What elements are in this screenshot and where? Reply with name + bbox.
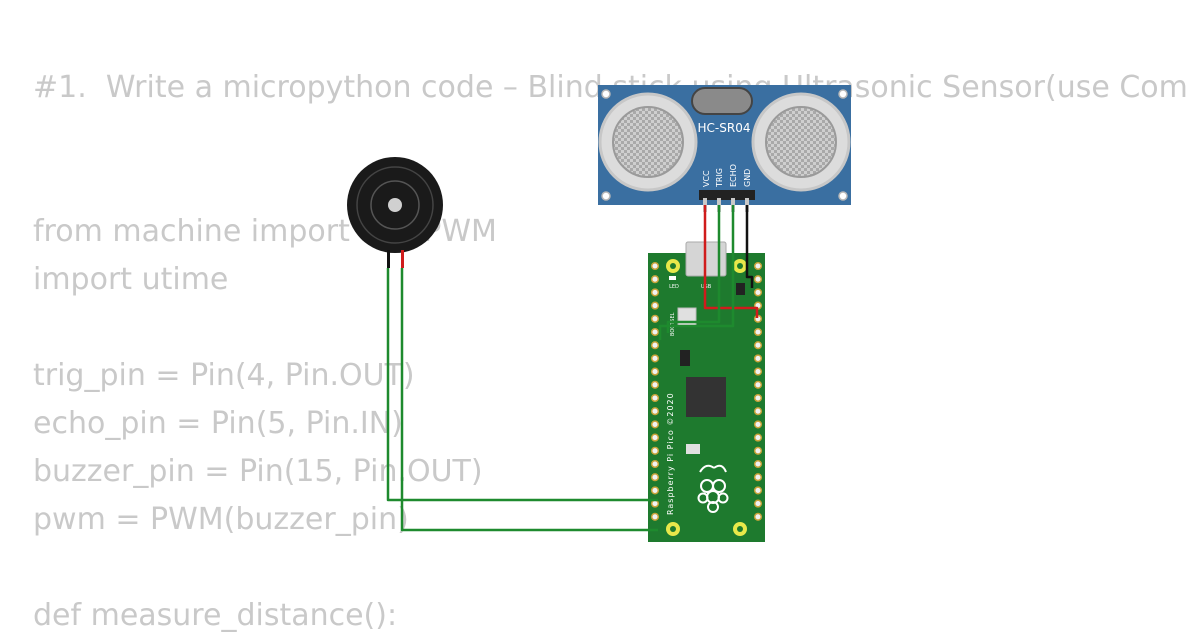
pico-pin [753, 327, 763, 337]
pico-pin [650, 512, 660, 521]
pico-pin [753, 288, 763, 297]
wire-buzzer-negative [386, 268, 658, 502]
code-line: import utime [33, 262, 229, 297]
pico-pin-headers [650, 261, 763, 521]
code-line: buzzer_pin = Pin(15, Pin.OUT) [33, 454, 483, 489]
transducer-right-mesh [765, 106, 837, 178]
pico-pin [753, 512, 763, 521]
pin-label-vcc: VCC [702, 170, 711, 187]
wire-trig [666, 205, 721, 333]
pico-pin [753, 393, 763, 403]
pico-pin [753, 473, 763, 482]
buzzer-lead-red [401, 250, 404, 268]
pico-pin [753, 341, 763, 350]
onboard-led [669, 276, 676, 280]
wire-echo [658, 205, 735, 340]
rp2040-chip [686, 377, 726, 417]
pico-pin [650, 380, 660, 389]
pico-pin [650, 473, 660, 482]
pico-pin [650, 446, 660, 455]
crystal-oscillator [691, 87, 753, 115]
mounting-holes [666, 259, 747, 536]
pico-pin [650, 407, 660, 416]
pico-pin [650, 393, 660, 403]
piezo-buzzer [347, 157, 443, 268]
pico-pin [753, 407, 763, 416]
bootsel-label: BOOTSEL [670, 312, 676, 336]
pico-pin [650, 301, 660, 310]
usb-label: USB [701, 284, 712, 290]
pico-pin [650, 275, 660, 284]
pico-pin [650, 367, 660, 376]
pico-pin [753, 354, 763, 363]
raspberry-logo [697, 464, 729, 513]
code-line: echo_pin = Pin(5, Pin.IN) [33, 406, 403, 441]
pico-pin [650, 459, 660, 469]
pico-pin [753, 367, 763, 376]
led-label: LED [669, 284, 679, 290]
pin-label-gnd: GND [743, 169, 752, 187]
pin-label-echo: ECHO [729, 164, 738, 187]
pico-pin [753, 499, 763, 508]
pico-pin [753, 420, 763, 429]
mount-hole [601, 191, 611, 201]
raspberry-pi-pico: USB LED BOOTSEL Raspberry Pi Pico ©2020 [648, 241, 765, 542]
mount-hole [601, 89, 611, 99]
pico-pin [650, 288, 660, 297]
pico-pin [753, 380, 763, 389]
pico-pin [650, 261, 660, 271]
smd-component [736, 283, 745, 295]
transducer-left-mesh [612, 106, 684, 178]
wires [386, 205, 759, 532]
ultrasonic-sensor: HC-SR04 VCC TRIG ECHO GND [598, 85, 851, 212]
pico-pin [650, 420, 660, 429]
pico-brand-label: Raspberry Pi Pico ©2020 [666, 392, 675, 515]
pico-pin [650, 499, 660, 508]
buzzer-ring-inner [370, 180, 420, 230]
pico-pin [650, 433, 660, 442]
pico-pin [753, 275, 763, 284]
code-line: def measure_distance(): [33, 598, 398, 633]
wire-buzzer-positive [400, 268, 658, 532]
bootsel-button [677, 307, 697, 327]
flash-chip [680, 350, 690, 366]
pico-pin [753, 486, 763, 495]
pico-pin [650, 486, 660, 495]
buzzer-center [388, 198, 402, 212]
mount-hole [838, 191, 848, 201]
buzzer-ring [356, 166, 434, 244]
pico-pin [753, 446, 763, 455]
code-line: pwm = PWM(buzzer_pin) [33, 502, 409, 537]
pin-label-trig: TRIG [715, 168, 724, 188]
pico-pin [650, 314, 660, 323]
pico-pin [650, 341, 660, 350]
code-line: trig_pin = Pin(4, Pin.OUT) [33, 358, 415, 393]
pico-pin [753, 261, 763, 271]
wire-vcc [703, 205, 759, 318]
pico-pin [650, 354, 660, 363]
mount-hole [838, 89, 848, 99]
pico-pin [650, 327, 660, 337]
sensor-model-label: HC-SR04 [698, 121, 751, 135]
buzzer-lead-black [387, 250, 390, 268]
sensor-pin-labels: VCC TRIG ECHO GND [702, 164, 752, 188]
debug-pad [686, 444, 700, 454]
pico-pin [753, 459, 763, 469]
wire-gnd [745, 205, 754, 288]
pico-pin [753, 433, 763, 442]
sensor-header [699, 190, 755, 200]
